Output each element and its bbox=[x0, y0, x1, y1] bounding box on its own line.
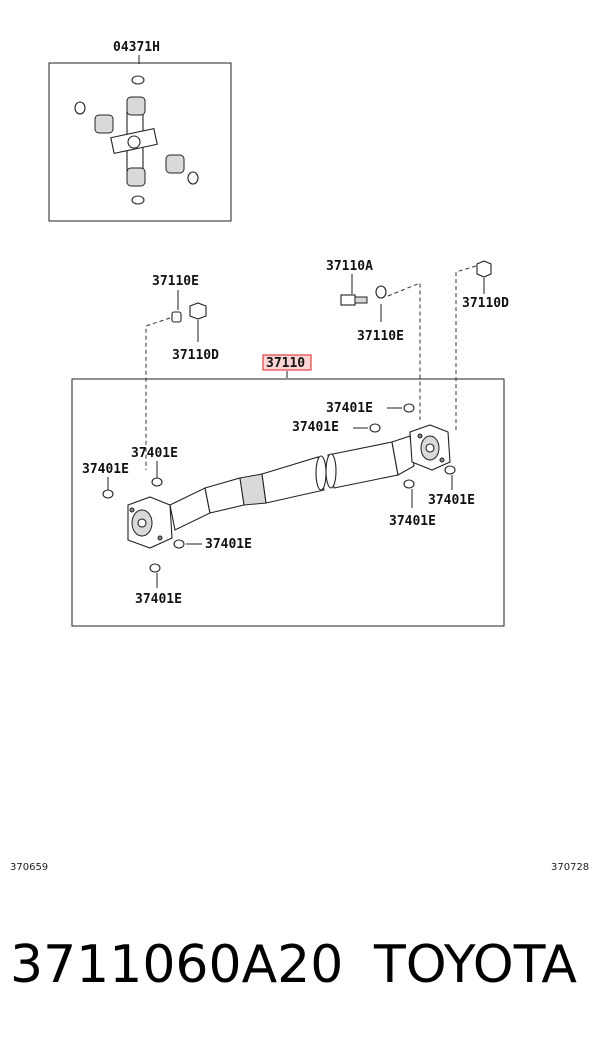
nut-right bbox=[476, 260, 492, 278]
label-kit: 04371H bbox=[113, 40, 160, 55]
main-assembly-box bbox=[71, 378, 505, 627]
snap-ring-4 bbox=[102, 489, 114, 499]
snap-ring-1 bbox=[403, 403, 415, 413]
ref-code-right: 370728 bbox=[551, 862, 589, 873]
spring-washer-right bbox=[375, 285, 387, 299]
snap-ring-6 bbox=[149, 563, 161, 573]
universal-joint-kit bbox=[74, 75, 199, 205]
nut-left bbox=[189, 302, 207, 320]
propeller-shaft bbox=[127, 424, 451, 549]
label-c401-2: 37401E bbox=[292, 420, 339, 435]
label-c401-5: 37401E bbox=[205, 537, 252, 552]
kit-box bbox=[48, 62, 232, 222]
main-part-highlight bbox=[262, 354, 312, 371]
label-main: 37110 bbox=[266, 356, 305, 371]
snap-ring-8 bbox=[403, 479, 415, 489]
label-c401-3: 37401E bbox=[131, 446, 178, 461]
snap-ring-3 bbox=[151, 477, 163, 487]
label-e-top-right: 37110E bbox=[357, 329, 404, 344]
label-a-bolt: 37110A bbox=[326, 259, 373, 274]
label-e-top-left: 37110E bbox=[152, 274, 199, 289]
ref-code-left: 370659 bbox=[10, 862, 48, 873]
parts-diagram: 04371H 37110E 37110D 37110A 37110E 37110… bbox=[10, 40, 589, 873]
label-c401-1: 37401E bbox=[326, 401, 373, 416]
label-c401-7: 37401E bbox=[428, 493, 475, 508]
label-d-top-right: 37110D bbox=[462, 296, 509, 311]
label-c401-8: 37401E bbox=[389, 514, 436, 529]
label-c401-6: 37401E bbox=[135, 592, 182, 607]
label-c401-4: 37401E bbox=[82, 462, 129, 477]
label-d-top-left: 37110D bbox=[172, 348, 219, 363]
brand-name: TOYOTA bbox=[374, 935, 577, 995]
snap-ring-5 bbox=[173, 539, 185, 549]
product-caption: 3711060A20 TOYOTA bbox=[0, 935, 600, 1015]
snap-ring-7 bbox=[444, 465, 456, 475]
spring-washer-left bbox=[171, 311, 182, 323]
bolt bbox=[340, 294, 368, 306]
part-number: 3711060A20 bbox=[10, 935, 344, 995]
snap-ring-2 bbox=[369, 423, 381, 433]
